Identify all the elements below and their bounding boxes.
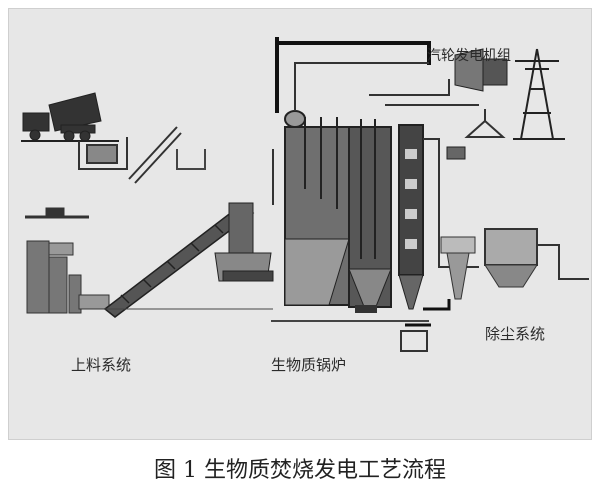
crane-platform [25,207,89,219]
feed-hopper [214,202,274,282]
dump-truck [21,92,119,142]
steam-drum [284,110,306,128]
label-feeding-system: 上料系统 [71,356,132,374]
feed-conveyor-top [128,126,182,184]
transmission-tower [513,48,565,140]
fuel-stacks [26,240,110,314]
label-boiler: 生物质锅炉 [271,356,347,374]
boiler-furnace [284,126,392,313]
turbine-generator [454,48,508,92]
boiler-tubes [304,117,376,259]
steam-pipe [275,37,431,113]
label-dust-removal: 除尘系统 [485,325,546,343]
process-diagram: 汽轮发电机组 上料系统 生物质锅炉 除尘系统 [8,8,592,440]
baseline [105,308,429,322]
label-turbine-generator: 汽轮发电机组 [427,48,511,64]
process-diagram-drawing [21,37,589,352]
figure-caption: 图 1 生物质焚烧发电工艺流程 [154,458,446,483]
storage-bin [176,149,206,170]
ash-box [400,323,431,352]
economizer [398,124,424,310]
dust-collector [423,228,589,311]
feed-pump [446,146,466,160]
deaerator [464,109,506,138]
receiving-pit [78,137,128,170]
